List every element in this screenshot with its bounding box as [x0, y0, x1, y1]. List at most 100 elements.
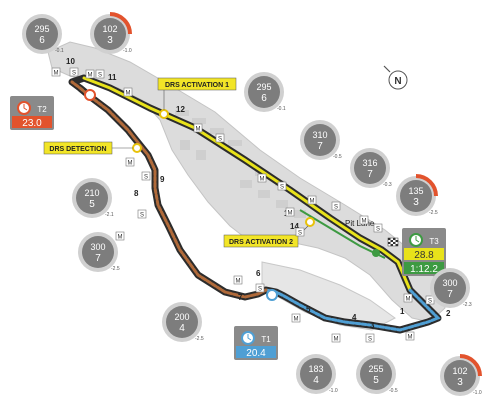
turn-numbers: 1 2 3 4 5 6 7 8 9 10 11 12 13 14 [66, 57, 451, 330]
gauge-face [434, 272, 466, 304]
gauge-speed: 300 [442, 278, 457, 288]
marker-box [137, 209, 147, 219]
gauge-delta: -0.1 [277, 106, 286, 112]
marker-letter: S [368, 337, 372, 343]
marker-box [373, 223, 383, 233]
sector2-line [70, 80, 268, 299]
gauge-gear: 4 [313, 375, 319, 386]
gauge-delta: -1.0 [473, 390, 482, 396]
gauge-face [26, 18, 58, 50]
marker-letter: M [310, 199, 315, 205]
marker-letter: S [140, 213, 144, 219]
marker-box [255, 283, 265, 293]
svg-text:20.4: 20.4 [246, 348, 266, 359]
marker-letter: M [406, 297, 411, 303]
marker-letter: S [334, 205, 338, 211]
turn-11-label: 11 [108, 73, 117, 82]
gauge-delta: -1.0 [329, 388, 338, 394]
turn-10-label: 10 [66, 57, 75, 66]
gauge-delta: -2.1 [105, 212, 114, 218]
gauge-gear: 5 [373, 375, 379, 386]
gauge-face [400, 180, 432, 212]
pit-exit-dot [372, 249, 380, 257]
gauge-delta: -0.1 [55, 48, 64, 54]
sector-1-time-badge: T1 20.4 [234, 326, 278, 360]
marker-box [277, 181, 287, 191]
gauge-speed: 102 [452, 366, 467, 376]
marker-box [193, 123, 203, 133]
marker-box [291, 313, 301, 323]
marker-letter: S [428, 299, 432, 305]
gauge-speed: 200 [174, 312, 189, 322]
drs-activation-1-point [159, 109, 169, 119]
gauge-face [94, 18, 126, 50]
marker-box [295, 227, 305, 237]
gauge-speed: 255 [368, 364, 383, 374]
marker-letter: M [88, 73, 93, 79]
turn-12-label: 12 [176, 105, 185, 114]
gauge-gear: 6 [39, 35, 45, 46]
gauge-redline [109, 12, 132, 35]
marker-box [257, 173, 267, 183]
gauge-speed: 300 [90, 242, 105, 252]
svg-text:28.8: 28.8 [414, 250, 434, 261]
turn-3-label: 3 [370, 321, 375, 330]
gauge-speed: 210 [84, 188, 99, 198]
lap-time: 1:12.2 [410, 264, 438, 275]
marker-box [95, 69, 105, 79]
marker-letter: M [118, 235, 123, 241]
marker-box [307, 195, 317, 205]
sector-2-time-badge: T2 23.0 [10, 96, 54, 130]
gauge-speed: 135 [408, 186, 423, 196]
gauge-gear: 3 [413, 197, 419, 208]
svg-text:DRS ACTIVATION 2: DRS ACTIVATION 2 [229, 239, 293, 246]
marker-box [85, 69, 95, 79]
marker-letter: M [362, 219, 367, 225]
gauge-gear: 5 [89, 199, 95, 210]
gauge-face [166, 306, 198, 338]
gauge-speed: 310 [312, 130, 327, 140]
marker-box [331, 201, 341, 211]
turn-2-label: 2 [446, 309, 451, 318]
marker-letter: M [260, 177, 265, 183]
gauge-delta: -0.5 [389, 388, 398, 394]
gauge-face [248, 76, 280, 108]
marker-letter: M [408, 335, 413, 341]
marker-letter: S [98, 73, 102, 79]
svg-text:DRS DETECTION: DRS DETECTION [49, 146, 106, 153]
gauge-gear: 6 [261, 93, 267, 104]
gauge-face [360, 358, 392, 390]
marker-box [69, 67, 79, 77]
turn-6-label: 6 [256, 269, 261, 278]
gauge-face [354, 152, 386, 184]
turn-7-label: 7 [238, 293, 243, 302]
marker-box [405, 331, 415, 341]
marker-letter: M [196, 127, 201, 133]
gauge-delta: -2.5 [111, 266, 120, 272]
marker-letter: S [72, 71, 76, 77]
turn-9-label: 9 [160, 175, 165, 184]
drs-activation-2-point [305, 217, 315, 227]
turn-14-label: 14 [290, 222, 299, 231]
marker-letter: S [144, 175, 148, 181]
gauge-speed: 295 [34, 24, 49, 34]
marker-letter: S [376, 227, 380, 233]
chequered-flag-icon [387, 237, 399, 247]
gauge-gear: 4 [179, 323, 185, 334]
gauge-gear: 7 [317, 141, 323, 152]
marker-letter: M [126, 91, 131, 97]
gauge-delta: -0.5 [333, 154, 342, 160]
gauge-speed: 295 [256, 82, 271, 92]
drs-activation-1-tag: DRS ACTIVATION 1 [157, 77, 237, 110]
